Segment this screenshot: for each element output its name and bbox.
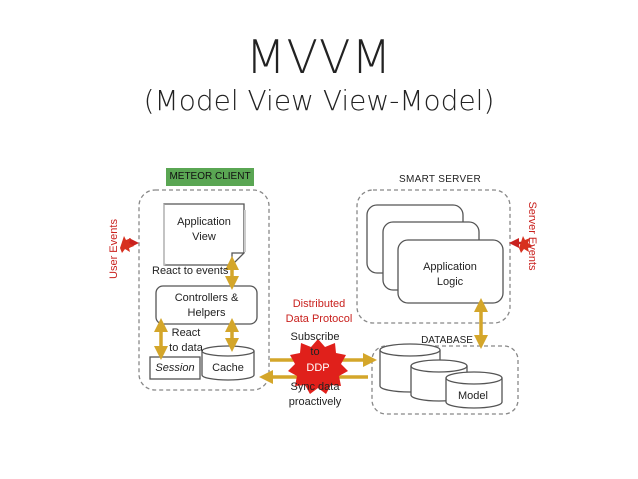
db-cylinder-3 (445, 371, 503, 409)
meteor-client-container (138, 189, 270, 391)
application-view-label: Application View (177, 216, 231, 243)
user-events-label: User Events (108, 219, 120, 279)
distributed-data-protocol-label: Distributed Data Protocol (285, 298, 353, 325)
react-to-data-label: React to data (169, 327, 203, 354)
slide-subtitle: (Model View View-Model) (143, 84, 495, 117)
server-events-arrow (509, 236, 533, 253)
smart-server-label: SMART SERVER (399, 174, 481, 185)
server-events-label: Server Events (526, 201, 538, 271)
meteor-client-tab: METEOR CLIENT (166, 168, 254, 186)
subscribe-label: Subscribe to (290, 331, 340, 358)
controllers-helpers-label: Controllers & Helpers (174, 292, 239, 319)
ddp-starburst (288, 339, 348, 394)
database-label: DATABASE (421, 335, 473, 346)
cache-label: Cache (212, 362, 244, 374)
database-container (371, 345, 519, 415)
application-view-box (163, 203, 246, 266)
user-events-arrow (120, 236, 139, 253)
model-label: Model (458, 390, 488, 402)
smart-server-container (356, 189, 511, 324)
ddp-label: DDP (306, 362, 330, 374)
sync-data-label: Sync data proactively (288, 381, 342, 408)
session-label: Session (155, 362, 195, 374)
logic-box-front (397, 239, 504, 304)
slide-title: MVVM (245, 30, 393, 84)
controllers-helpers-box (155, 285, 258, 325)
react-to-events-label: React to events (152, 265, 229, 277)
application-logic-label: Application Logic (423, 261, 477, 288)
session-box (149, 356, 201, 380)
